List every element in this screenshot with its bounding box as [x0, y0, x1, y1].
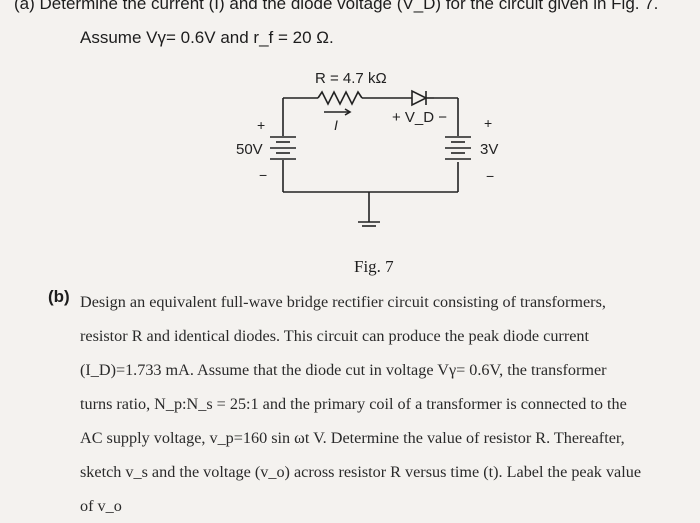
question-a-line1: (a) Determine the current (I) and the di…: [14, 0, 659, 13]
left-plus-label: +: [257, 117, 265, 133]
resistor-symbol: [317, 90, 363, 106]
left-minus-label: −: [259, 167, 267, 183]
question-b-line: sketch v_s and the voltage (v_o) across …: [80, 463, 641, 481]
circuit-diagram: R = 4.7 kΩ I + V_D − + 50V − + 3V −: [236, 70, 498, 227]
left-source-label: 50V: [236, 141, 263, 158]
question-b-line: turns ratio, N_p:N_s = 25:1 and the prim…: [80, 395, 627, 413]
question-b-line: (I_D)=1.733 mA. Assume that the diode cu…: [80, 361, 607, 379]
resistor-label: R = 4.7 kΩ: [315, 70, 387, 87]
current-label: I: [334, 117, 338, 133]
question-b-label: (b): [48, 287, 70, 306]
question-b-text: Design an equivalent full-wave bridge re…: [80, 285, 692, 523]
question-b-line: Design an equivalent full-wave bridge re…: [80, 293, 606, 311]
diode-voltage-label: + V_D −: [392, 109, 447, 126]
right-plus-label: +: [484, 115, 492, 131]
right-minus-label: −: [486, 168, 494, 184]
diode-symbol: [411, 89, 434, 107]
question-a-assumption: Assume Vγ= 0.6V and r_f = 20 Ω.: [80, 28, 334, 47]
question-b-line: AC supply voltage, v_p=160 sin ωt V. Det…: [80, 429, 625, 447]
right-source-label: 3V: [480, 141, 498, 158]
question-b-line: resistor R and identical diodes. This ci…: [80, 327, 589, 345]
question-b-line: of v_o: [80, 497, 122, 515]
figure-caption: Fig. 7: [354, 257, 394, 276]
